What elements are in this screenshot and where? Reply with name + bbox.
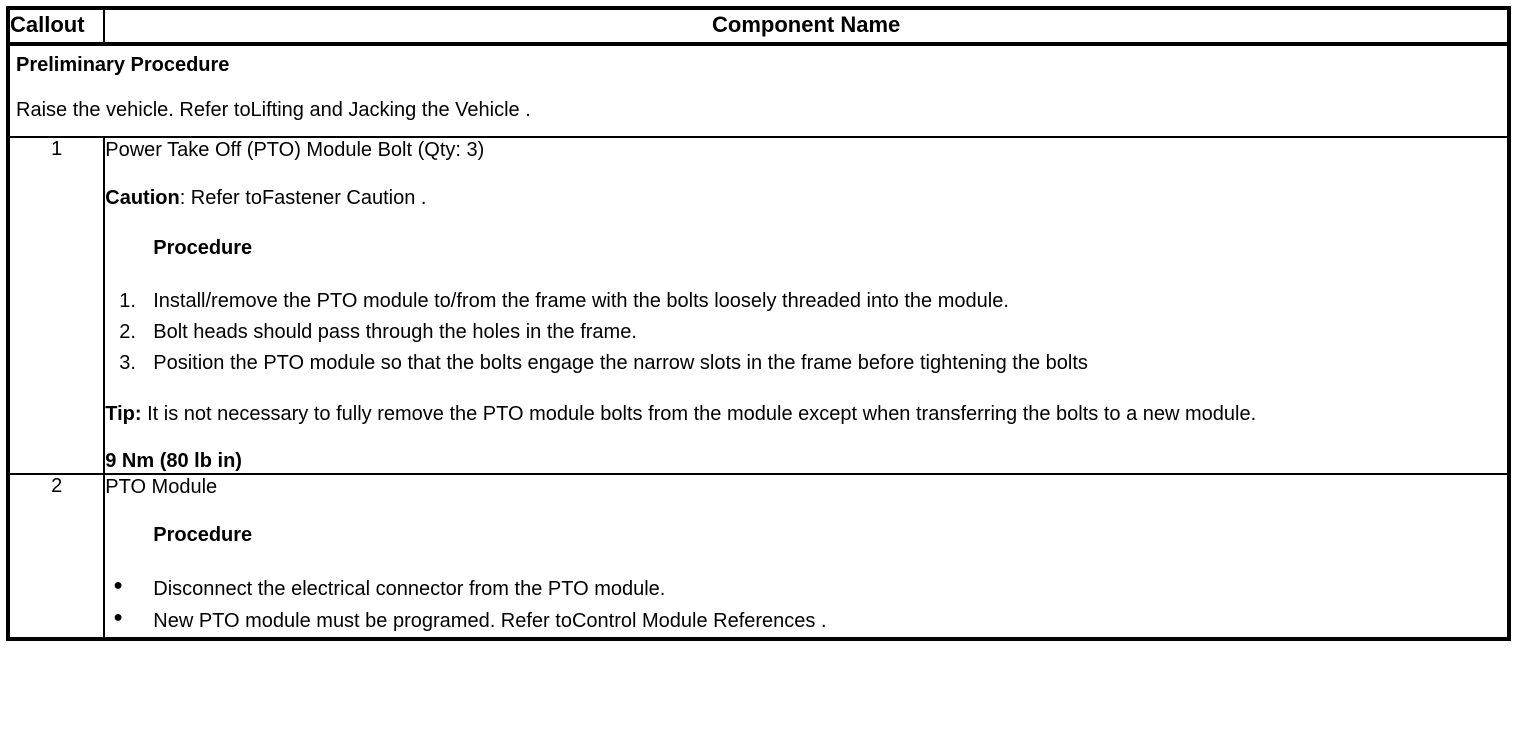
step-text: Install/remove the PTO module to/from th… — [153, 290, 1009, 313]
preliminary-procedure-row: Preliminary Procedure Raise the vehicle.… — [7, 44, 1510, 139]
bullet-text: New PTO module must be programed. Refer … — [153, 610, 827, 633]
procedure-heading-1: Procedure — [153, 237, 253, 260]
component-callout-table: Callout Component Name Preliminary Proce… — [6, 6, 1511, 642]
component-content-1: Power Take Off (PTO) Module Bolt (Qty: 3… — [103, 136, 1510, 476]
table-row: 2 PTO Module Procedure ● Disconnect the e… — [6, 473, 1510, 641]
preliminary-procedure-cell: Preliminary Procedure Raise the vehicle.… — [7, 44, 1510, 139]
caution-text: : Refer toFastener Caution . — [179, 187, 427, 210]
caution-note-1: Caution: Refer toFastener Caution . — [105, 186, 1507, 210]
table-row: 1 Power Take Off (PTO) Module Bolt (Qty:… — [6, 136, 1510, 476]
step-text: Bolt heads should pass through the holes… — [153, 321, 637, 344]
tip-label: Tip: — [105, 403, 142, 426]
procedure-heading-2: Procedure — [153, 524, 253, 547]
bullet-icon: ● — [113, 609, 123, 627]
procedure-bullet-list-2: ● Disconnect the electrical connector fro… — [105, 573, 1507, 637]
bullet-icon: ● — [113, 577, 123, 595]
component-title-2: PTO Module — [105, 476, 218, 499]
procedure-step: 1. Install/remove the PTO module to/from … — [105, 286, 1507, 317]
procedure-step: 2. Bolt heads should pass through the hol… — [105, 317, 1507, 348]
component-content-2: PTO Module Procedure ● Disconnect the ele… — [103, 473, 1510, 641]
step-number: 3. — [119, 352, 136, 375]
header-component-name: Component Name — [103, 6, 1510, 47]
component-title-1: Power Take Off (PTO) Module Bolt (Qty: 3… — [105, 139, 485, 162]
table-header-row: Callout Component Name — [6, 6, 1510, 47]
callout-number-1: 1 — [6, 136, 106, 476]
procedure-step-list-1: 1. Install/remove the PTO module to/from … — [105, 286, 1507, 379]
tip-note-1: Tip: It is not necessary to fully remove… — [105, 401, 1507, 427]
step-number: 1. — [119, 290, 136, 313]
procedure-bullet: ● New PTO module must be programed. Refer… — [105, 605, 1507, 637]
header-callout: Callout — [6, 6, 106, 47]
preliminary-procedure-text: Raise the vehicle. Refer toLifting and J… — [16, 99, 531, 122]
callout-number-2: 2 — [6, 473, 106, 641]
bullet-text: Disconnect the electrical connector from… — [153, 578, 666, 601]
torque-specification-1: 9 Nm (80 lb in) — [105, 450, 242, 473]
procedure-step: 3. Position the PTO module so that the bo… — [105, 348, 1507, 379]
step-text: Position the PTO module so that the bolt… — [153, 352, 1088, 375]
caution-label: Caution — [105, 187, 180, 210]
tip-text: It is not necessary to fully remove the … — [141, 403, 1257, 426]
procedure-bullet: ● Disconnect the electrical connector fro… — [105, 573, 1507, 605]
service-procedure-page: Callout Component Name Preliminary Proce… — [0, 6, 1520, 756]
preliminary-procedure-title: Preliminary Procedure — [16, 54, 230, 77]
step-number: 2. — [119, 321, 136, 344]
